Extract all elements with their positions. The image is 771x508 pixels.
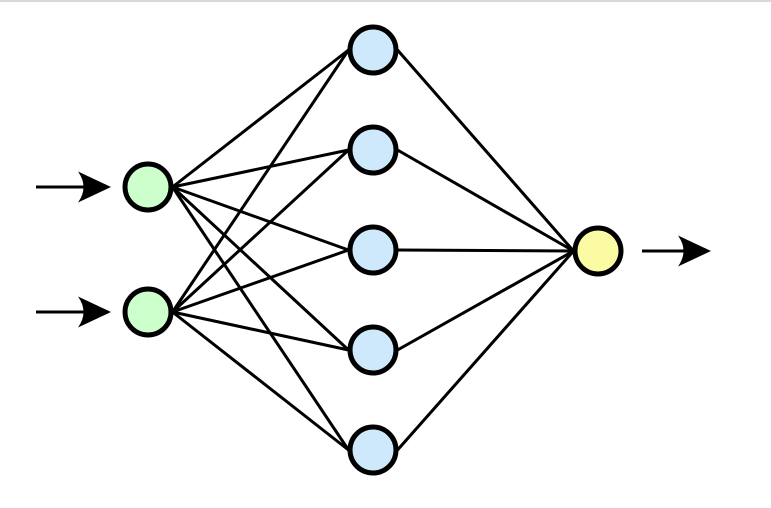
input-node [122,161,174,213]
hidden-node [347,24,399,76]
window-top-border [0,0,771,2]
edge-input-to-hidden [171,148,350,314]
input-arrow-icon-head [78,296,111,328]
edge-input-to-hidden [171,185,350,252]
output-arrow-icon-head [678,235,711,267]
edge-input-to-hidden [171,148,350,189]
edge-input-to-hidden [171,310,350,352]
edge-hidden-to-output [396,248,575,253]
edge-input-to-hidden [171,185,350,452]
edge-hidden-to-output [396,48,575,253]
edge-input-to-hidden [171,48,350,314]
input-node [122,286,174,338]
edge-hidden-to-output [396,249,575,352]
edge-input-to-hidden [171,48,350,189]
output-node [572,225,624,277]
hidden-node [347,324,399,376]
edge-input-to-hidden [171,185,350,352]
hidden-node [347,124,399,176]
input-arrow-icon-head [78,171,111,203]
hidden-node [347,224,399,276]
edge-input-to-hidden [171,248,350,314]
edge-hidden-to-output [396,249,575,452]
edge-hidden-to-output [396,148,575,253]
edge-input-to-hidden [171,310,350,452]
hidden-node [347,424,399,476]
